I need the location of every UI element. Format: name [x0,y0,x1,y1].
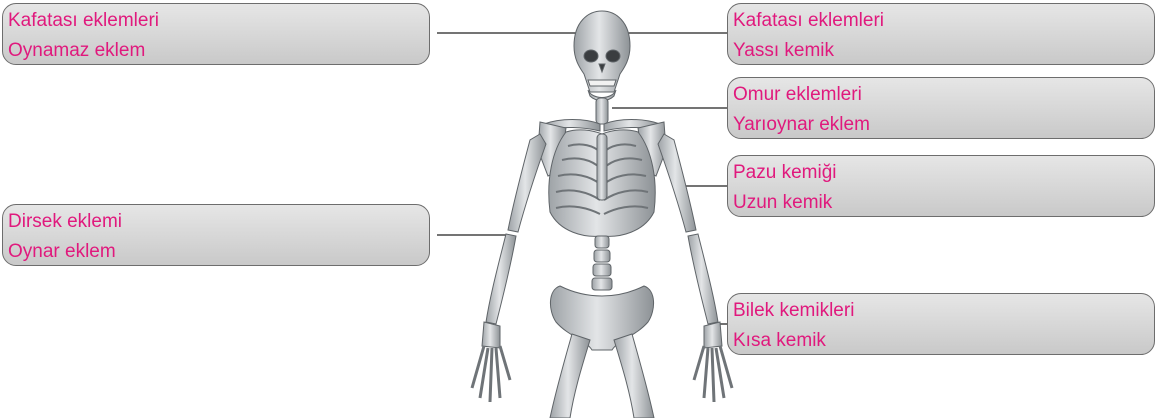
label-box-wrist-bones: Bilek kemikleri Kısa kemik [727,293,1155,355]
left-humerus [508,134,546,232]
label-title: Omur eklemleri [733,80,1154,110]
left-femur [550,334,590,418]
label-subtitle: Yassı kemik [733,36,1154,66]
label-title: Pazu kemiği [733,158,1154,188]
skull [574,11,630,101]
sternum [597,134,607,200]
left-hand [472,322,510,402]
label-box-skull-bones-right: Kafatası eklemleri Yassı kemik [727,3,1155,65]
label-subtitle: Kısa kemik [733,326,1154,356]
label-title: Kafatası eklemleri [8,6,429,36]
right-forearm [688,234,718,324]
label-title: Bilek kemikleri [733,296,1154,326]
lumbar-spine [592,236,612,290]
pelvis [550,286,653,350]
label-box-skull-joints-left: Kafatası eklemleri Oynamaz eklem [2,3,430,65]
label-title: Dirsek eklemi [8,207,429,237]
label-box-vertebral-joints: Omur eklemleri Yarıoynar eklem [727,77,1155,139]
label-title: Kafatası eklemleri [733,6,1154,36]
label-subtitle: Uzun kemik [733,188,1154,218]
label-subtitle: Oynamaz eklem [8,36,429,66]
left-forearm [486,234,516,324]
label-box-elbow-joint: Dirsek eklemi Oynar eklem [2,204,430,266]
label-subtitle: Yarıoynar eklem [733,110,1154,140]
cervical-spine [596,98,608,124]
label-subtitle: Oynar eklem [8,237,429,267]
skeleton-bones [472,11,732,418]
right-femur [614,334,654,418]
label-box-humerus: Pazu kemiği Uzun kemik [727,155,1155,217]
ribcage [549,130,655,237]
right-humerus [658,134,696,232]
